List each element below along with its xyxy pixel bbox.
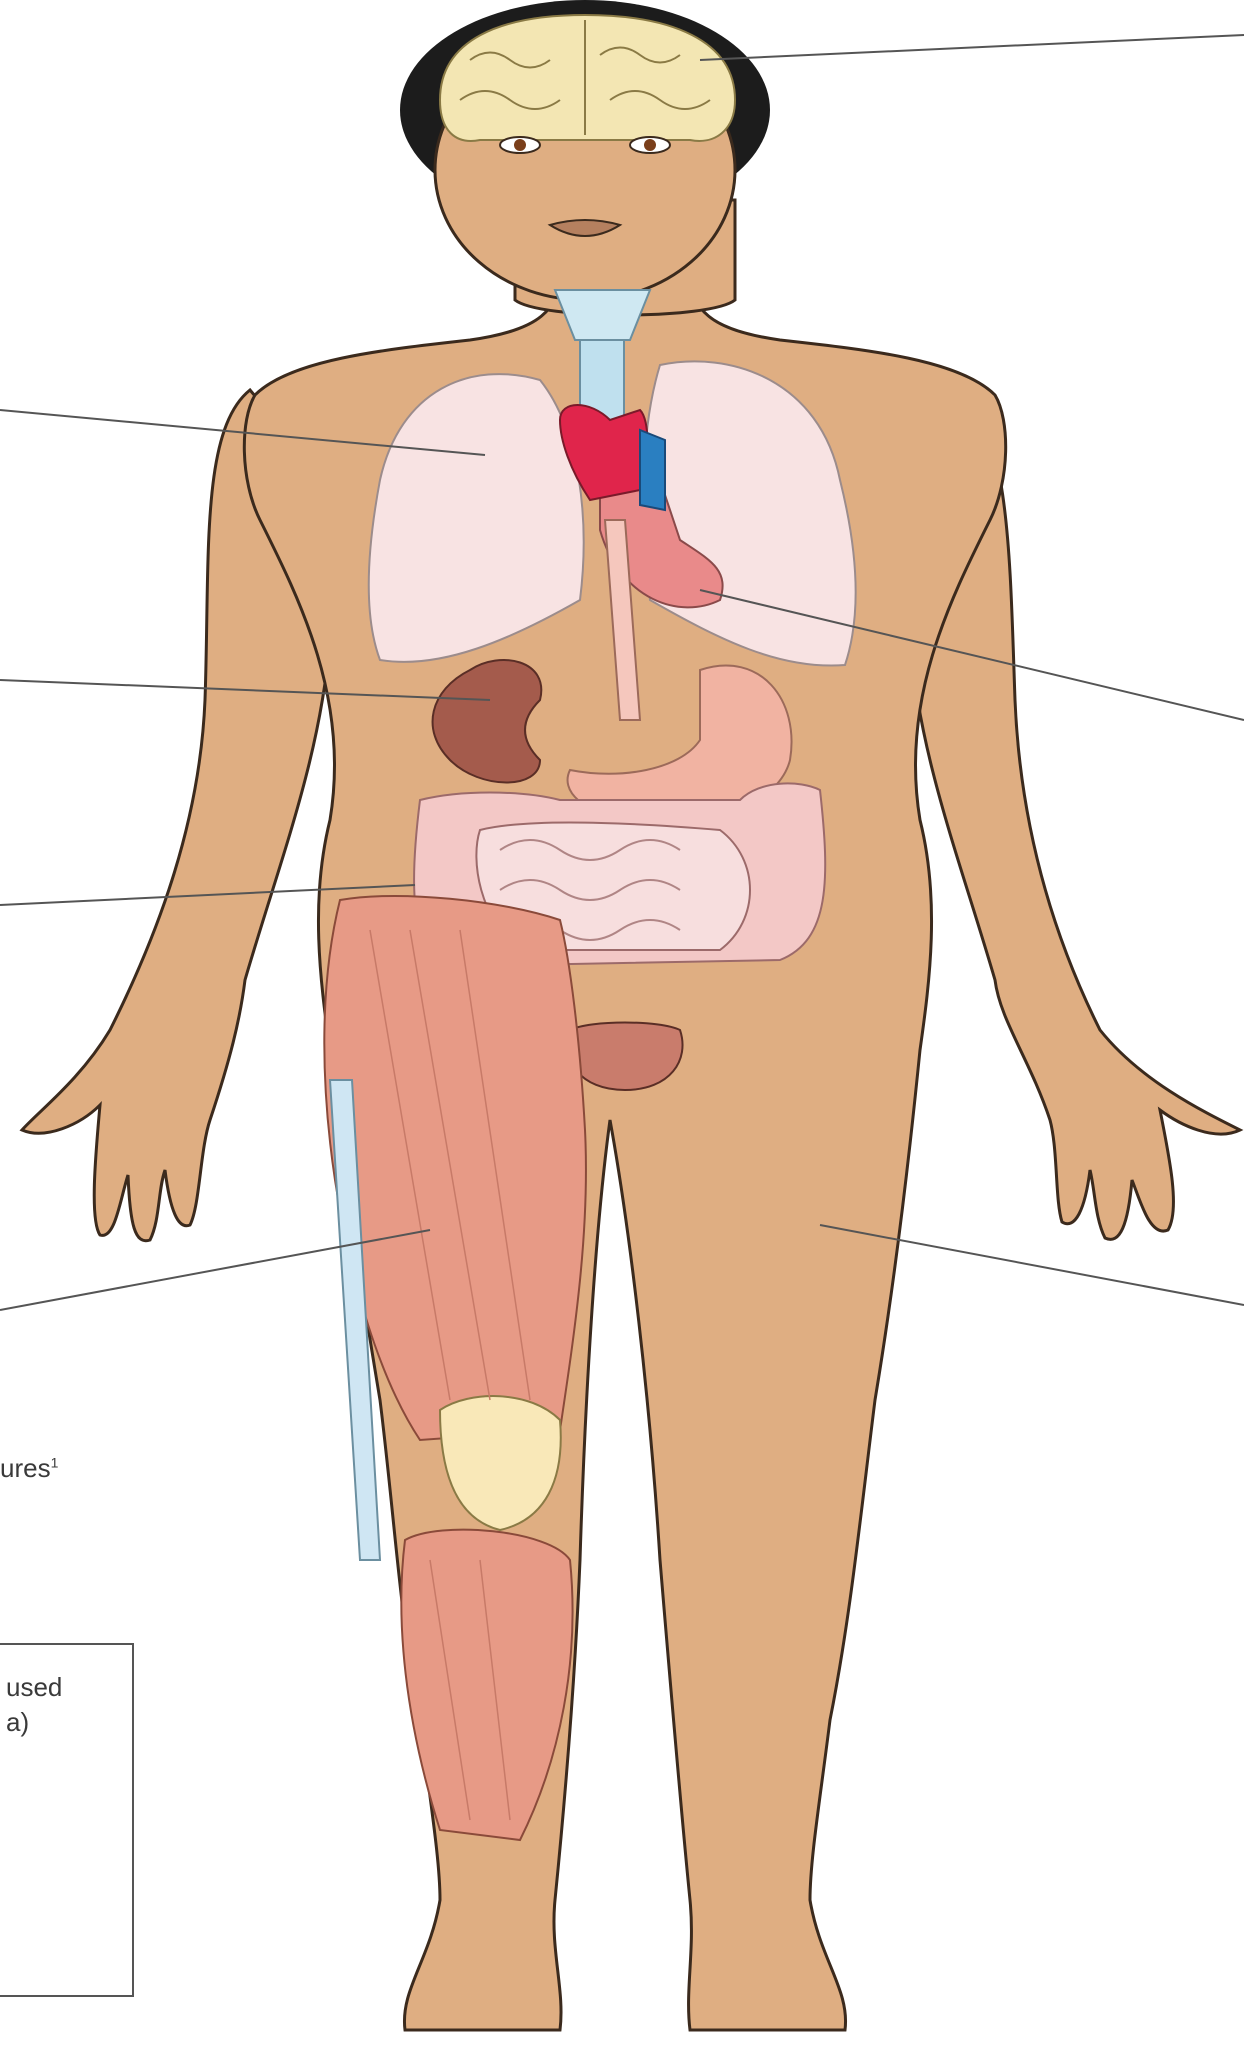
right-iris (644, 139, 656, 151)
side-label-fragment: ures1 (0, 1452, 58, 1486)
side-label-text: ures (0, 1453, 51, 1483)
side-label-superscript: 1 (51, 1454, 59, 1470)
box-text-line-2: a) (6, 1706, 29, 1740)
bladder (567, 1023, 682, 1091)
left-iris (514, 139, 526, 151)
vena-cava (640, 430, 665, 510)
box-text-line-1: used (6, 1671, 62, 1705)
brain (440, 15, 735, 141)
